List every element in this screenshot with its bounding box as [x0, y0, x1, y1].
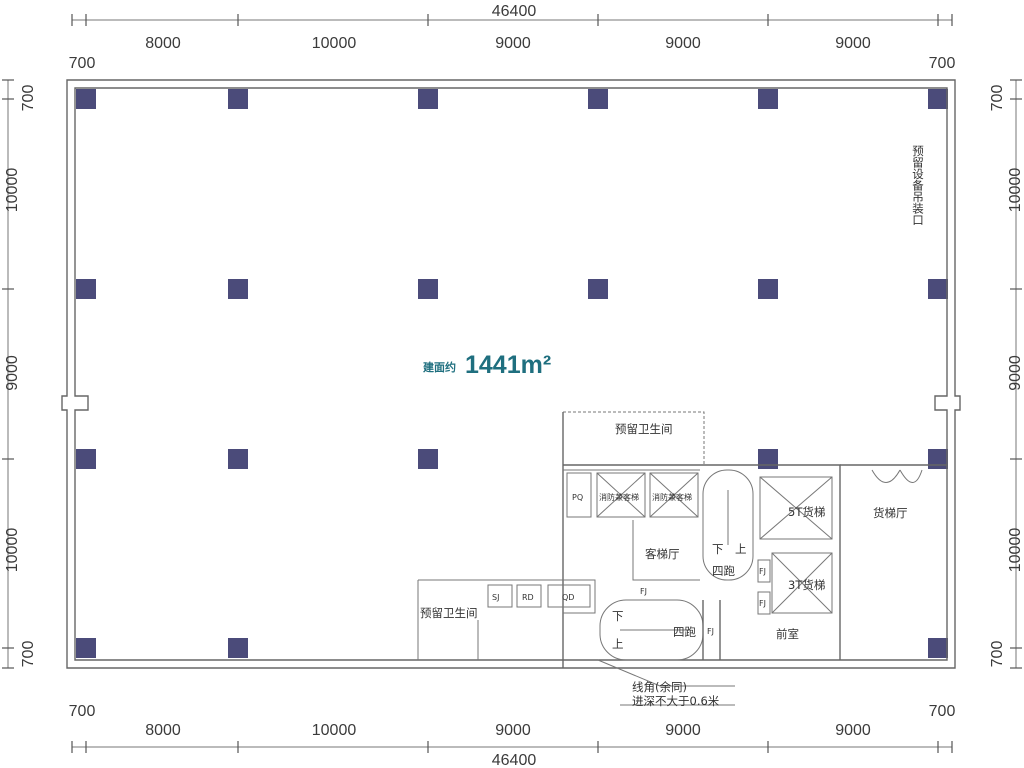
- qd-label: QD: [562, 593, 574, 602]
- hoist-label: 预留设备吊装口: [911, 145, 925, 226]
- column-1-4: [758, 279, 778, 299]
- area-prefix: 建面约: [423, 360, 456, 374]
- pq-label: PQ: [572, 493, 583, 502]
- wc-top-label: 预留卫生间: [615, 422, 673, 436]
- column-1-2: [418, 279, 438, 299]
- stair-down-b-label: 下: [612, 609, 624, 623]
- dim-top-3: 9000: [495, 35, 531, 52]
- column-2-2: [418, 449, 438, 469]
- dim-top-2: 10000: [312, 35, 357, 52]
- freight-hall-label: 货梯厅: [873, 506, 908, 520]
- column-3-5: [928, 638, 948, 658]
- fj-4-label: FJ: [707, 627, 714, 636]
- sj-label: SJ: [492, 593, 499, 602]
- fire-elevator-2-label: 消防兼客梯: [652, 492, 692, 502]
- dim-bottom-2: 10000: [312, 722, 357, 739]
- dim-right-0: 700: [989, 85, 1006, 112]
- dim-left-3: 10000: [4, 528, 21, 573]
- column-0-2: [418, 89, 438, 109]
- wc-bottom-label: 预留卫生间: [420, 606, 478, 620]
- dim-bottom-0: 700: [69, 703, 96, 720]
- dim-top-5: 9000: [835, 35, 871, 52]
- column-0-1: [228, 89, 248, 109]
- dim-bottom-1: 8000: [145, 722, 181, 739]
- dim-right-2: 9000: [1007, 355, 1024, 391]
- overall-dim-bottom: 46400: [492, 752, 537, 768]
- dim-top-0: 700: [69, 55, 96, 72]
- stair-up-b-label: 上: [612, 637, 624, 651]
- dim-bottom-5: 9000: [835, 722, 871, 739]
- dim-left-2: 9000: [4, 355, 21, 391]
- dim-bottom-6: 700: [929, 703, 956, 720]
- stair-b-label: 四跑: [673, 625, 696, 639]
- rd-label: RD: [522, 593, 534, 602]
- inner-wall-outline: [74, 87, 948, 661]
- dim-top-1: 8000: [145, 35, 181, 52]
- dim-top-4: 9000: [665, 35, 701, 52]
- outer-wall-outline: [61, 79, 961, 669]
- overall-dim-top: 46400: [492, 3, 537, 20]
- dimension-lines: [7, 19, 1017, 748]
- fire-elevator-1-label: 消防兼客梯: [599, 492, 639, 502]
- columns: [76, 89, 948, 658]
- column-1-5: [928, 279, 948, 299]
- column-2-4: [758, 449, 778, 469]
- fj-2-label: FJ: [759, 567, 766, 576]
- dim-right-4: 700: [989, 641, 1006, 668]
- column-3-0: [76, 638, 96, 658]
- core-block: [417, 411, 947, 706]
- dim-left-0: 700: [20, 85, 37, 112]
- fj-3-label: FJ: [759, 599, 766, 608]
- column-0-4: [758, 89, 778, 109]
- antechamber-label: 前室: [776, 627, 799, 641]
- stair-a-label: 四跑: [712, 564, 735, 578]
- freight-5t-label: 5T货梯: [788, 505, 825, 519]
- area-value: 1441m²: [465, 351, 551, 379]
- column-2-1: [228, 449, 248, 469]
- column-1-0: [76, 279, 96, 299]
- fj-1-label: FJ: [640, 587, 647, 596]
- column-2-0: [76, 449, 96, 469]
- dimension-ticks: [2, 14, 1022, 753]
- column-2-5: [928, 449, 948, 469]
- note-line-1: 线角(余同): [632, 680, 687, 694]
- dim-right-1: 10000: [1007, 168, 1024, 213]
- stair-down-a-label: 下: [712, 542, 724, 556]
- freight-3t-label: 3T货梯: [788, 578, 825, 592]
- column-1-1: [228, 279, 248, 299]
- outer-walls: [61, 79, 961, 669]
- dim-bottom-3: 9000: [495, 722, 531, 739]
- column-1-3: [588, 279, 608, 299]
- column-0-0: [76, 89, 96, 109]
- column-0-3: [588, 89, 608, 109]
- stair-up-a-label: 上: [735, 542, 747, 556]
- passenger-hall-label: 客梯厅: [645, 547, 680, 561]
- column-0-5: [928, 89, 948, 109]
- dim-left-1: 10000: [4, 168, 21, 213]
- note-line-2: 进深不大于0.6米: [632, 694, 720, 708]
- dim-left-4: 700: [20, 641, 37, 668]
- column-3-1: [228, 638, 248, 658]
- dim-top-6: 700: [929, 55, 956, 72]
- dim-right-3: 10000: [1007, 528, 1024, 573]
- dim-bottom-4: 9000: [665, 722, 701, 739]
